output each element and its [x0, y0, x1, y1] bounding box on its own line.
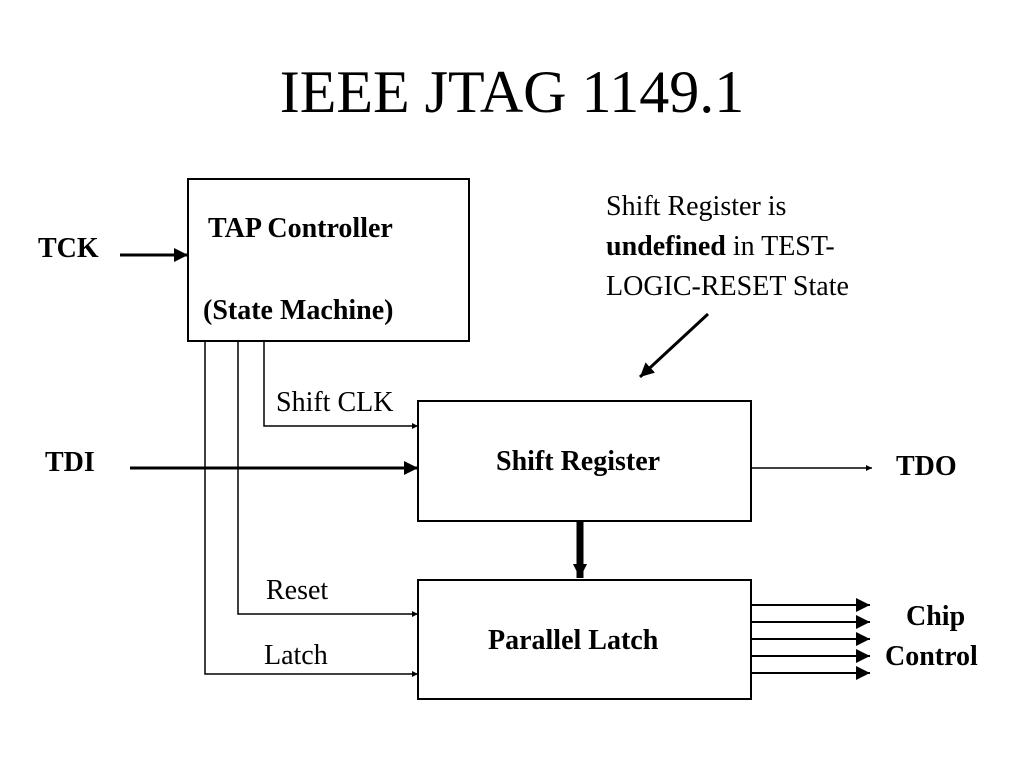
note-line2-bold: undefined: [606, 231, 726, 262]
note-line3: LOGIC-RESET State: [606, 271, 849, 302]
shift-clk-wire: [263, 341, 418, 429]
note-line2: undefined in TEST-: [606, 230, 835, 264]
parallel-latch-block: [417, 579, 752, 700]
shift-register-label: Shift Register: [496, 446, 661, 477]
note-line1: Shift Register is: [606, 191, 787, 222]
reset-wire: [237, 341, 418, 617]
tdi-label: TDI: [45, 447, 95, 478]
tck-label: TCK: [38, 233, 99, 264]
tdo-label: TDO: [896, 451, 957, 482]
chip-control-label-line2: Control: [885, 641, 978, 672]
chip-control-label-line1: Chip: [906, 601, 966, 632]
tap-controller-block: [187, 178, 470, 342]
tap-controller-subtitle: (State Machine): [203, 295, 394, 326]
shift-register-block: [417, 400, 752, 522]
reset-label: Reset: [266, 575, 329, 606]
note-pointer-arrow: [638, 312, 710, 379]
latch-wire: [204, 341, 418, 677]
note-line2-rest: in TEST-: [725, 231, 835, 262]
parallel-latch-label: Parallel Latch: [488, 625, 659, 656]
shift-clk-label: Shift CLK: [276, 387, 394, 418]
tap-controller-title: TAP Controller: [208, 213, 393, 244]
slide-title: IEEE JTAG 1149.1: [279, 59, 745, 125]
latch-label: Latch: [264, 640, 328, 671]
